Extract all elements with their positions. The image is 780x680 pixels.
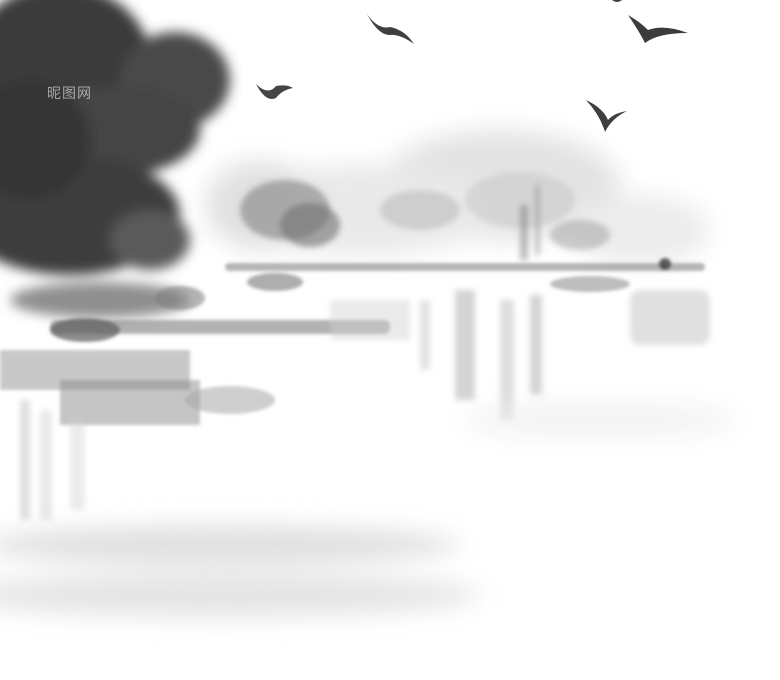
bird-icon <box>612 0 622 2</box>
foreground-tree <box>0 0 230 318</box>
bird-icon <box>367 14 414 44</box>
distant-trees <box>240 172 610 260</box>
watermark-text: 昵图网 <box>47 86 92 102</box>
bird-icon <box>628 15 688 43</box>
bird-icon <box>256 84 293 100</box>
reeds <box>0 350 275 425</box>
bird-icon <box>586 100 627 132</box>
far-shoreline <box>225 258 705 292</box>
near-bank <box>50 286 390 342</box>
mist-washes <box>0 400 740 617</box>
water-reflections <box>20 290 710 520</box>
